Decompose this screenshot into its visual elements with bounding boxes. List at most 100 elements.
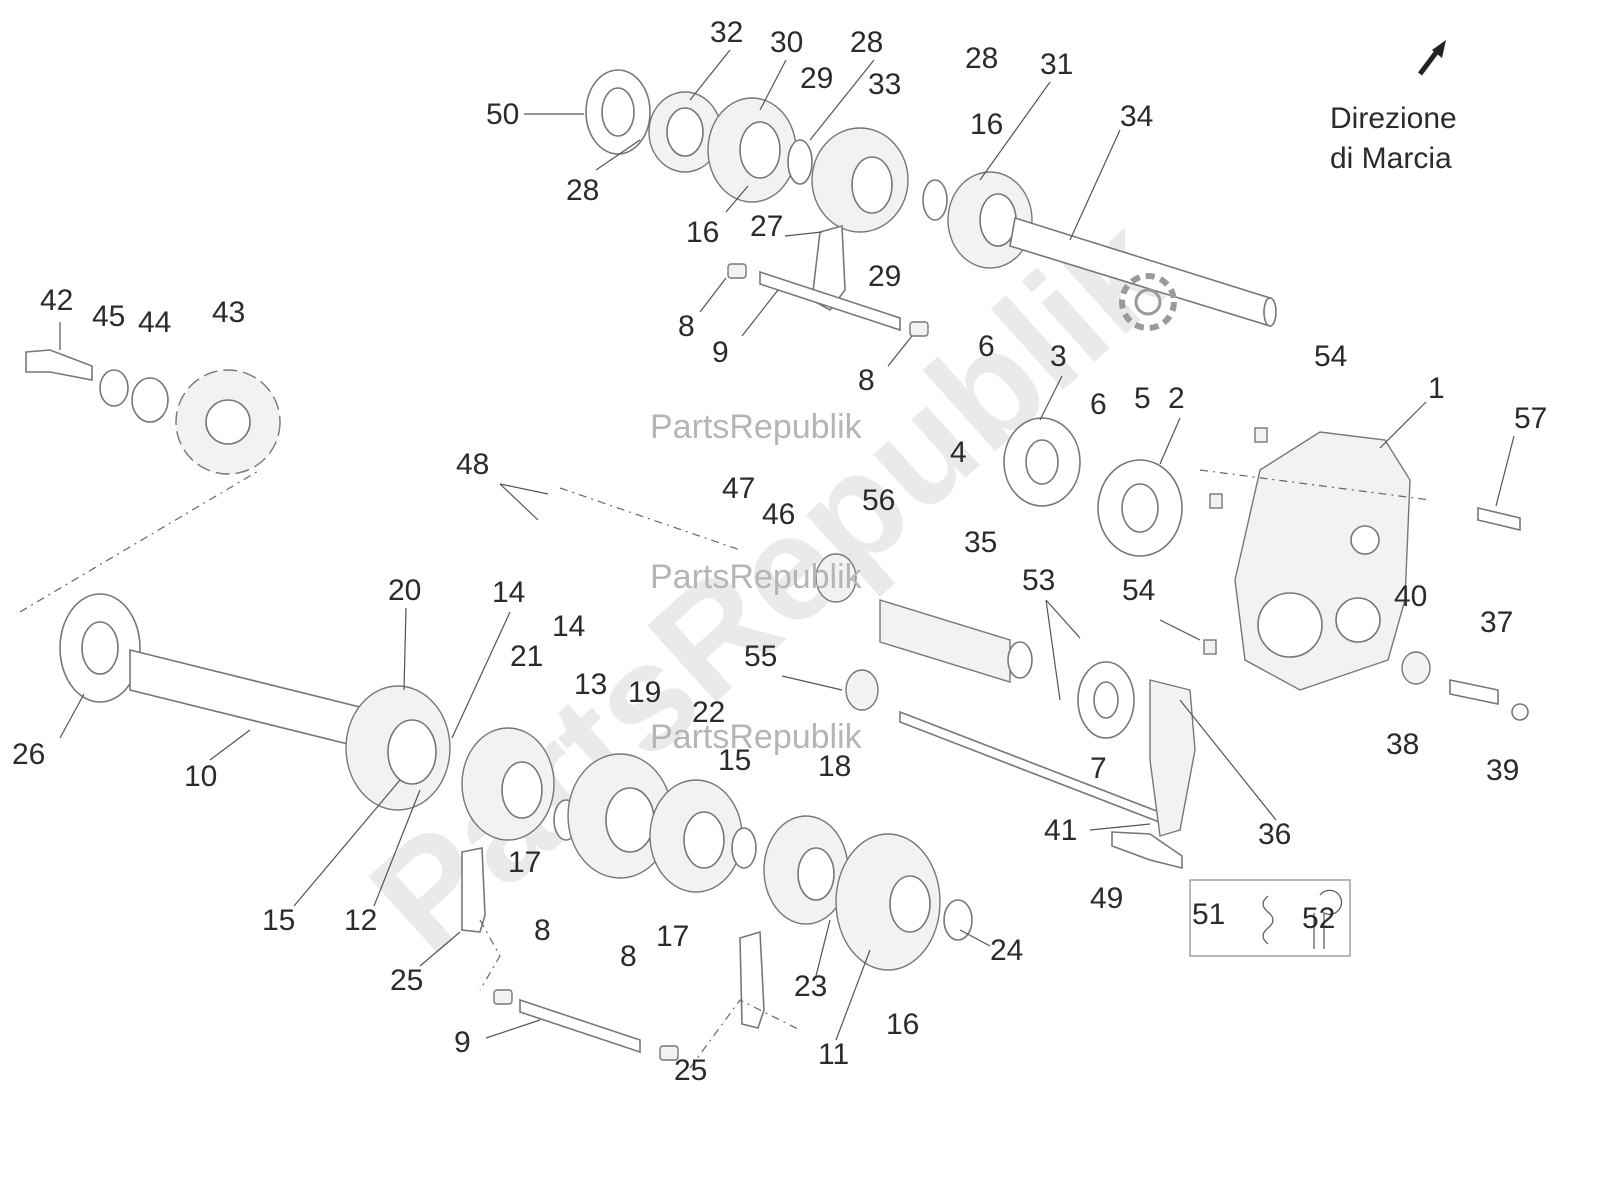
callout-48: 48 xyxy=(456,448,489,481)
callout-43: 43 xyxy=(212,296,245,329)
callout-52: 52 xyxy=(1302,902,1335,935)
callout-9a: 9 xyxy=(712,336,729,369)
callout-28b: 28 xyxy=(965,42,998,75)
callout-46: 46 xyxy=(762,498,795,531)
callout-11: 11 xyxy=(818,1038,849,1071)
callout-17b: 17 xyxy=(656,920,689,953)
callout-28a: 28 xyxy=(850,26,883,59)
callout-29a: 29 xyxy=(800,62,833,95)
callout-47: 47 xyxy=(722,472,755,505)
ring-13 xyxy=(731,827,757,869)
gear-icon xyxy=(1119,273,1177,331)
fork-rod-9-lower xyxy=(519,998,641,1054)
inset-box-51-52 xyxy=(1189,879,1351,957)
callout-45: 45 xyxy=(92,300,125,333)
callout-16b: 16 xyxy=(686,216,719,249)
callout-35: 35 xyxy=(964,526,997,559)
watermark-small-2: PartsRepublik xyxy=(650,558,863,596)
fork-rod-9-upper xyxy=(759,270,901,332)
axis-line-sprocket xyxy=(19,469,261,613)
callout-13b: 15 xyxy=(718,744,751,777)
callout-15: 15 xyxy=(262,904,295,937)
bolt-39 xyxy=(1511,703,1529,721)
callout-23: 23 xyxy=(794,970,827,1003)
shift-lever-36 xyxy=(1149,679,1196,837)
axis-line-lower-fork xyxy=(479,919,801,1069)
lower-shaft-assembly xyxy=(59,593,973,1061)
callout-50: 50 xyxy=(486,98,519,131)
shift-shaft-41 xyxy=(899,710,1181,832)
callout-16a: 16 xyxy=(970,108,1003,141)
callout-38: 38 xyxy=(1386,728,1419,761)
callout-4: 4 xyxy=(950,436,967,469)
shaft-10 xyxy=(129,648,381,754)
watermark-small-3: PartsRepublik xyxy=(650,718,863,756)
callout-8a: 8 xyxy=(678,310,695,343)
callout-42: 42 xyxy=(40,284,73,317)
callout-19: 19 xyxy=(628,676,661,709)
callout-54b: 54 xyxy=(1122,574,1155,607)
callout-8b: 8 xyxy=(858,364,875,397)
dowel-54c xyxy=(1203,639,1217,655)
callout-8d: 8 xyxy=(620,940,637,973)
clip-52 xyxy=(1313,889,1343,949)
callout-7: 7 xyxy=(1090,752,1107,785)
bush-56 xyxy=(815,553,857,603)
callout-6b: 6 xyxy=(1090,388,1107,421)
dowel-54a xyxy=(1254,427,1268,443)
callout-16c: 16 xyxy=(886,1008,919,1041)
pin-49 xyxy=(1111,831,1183,870)
callout-numbers: 32 30 28 50 29 33 28 31 16 34 28 16 27 2… xyxy=(12,16,1547,1087)
callout-57: 57 xyxy=(1514,402,1547,435)
callout-54a: 54 xyxy=(1314,340,1347,373)
callout-5: 5 xyxy=(1134,382,1151,415)
callout-22: 22 xyxy=(692,696,725,729)
callout-44: 44 xyxy=(138,306,171,339)
callout-28c: 28 xyxy=(566,174,599,207)
cover-assembly xyxy=(1003,417,1521,691)
gear-33 xyxy=(811,127,909,233)
ring-28 xyxy=(922,179,948,221)
callout-30: 30 xyxy=(770,26,803,59)
washer-44 xyxy=(131,377,169,423)
bolt-57 xyxy=(1477,506,1521,532)
callout-32: 32 xyxy=(710,16,743,49)
callout-56: 56 xyxy=(862,484,895,517)
gear-21 xyxy=(461,727,555,841)
spring-51 xyxy=(1262,895,1274,945)
drum-35 xyxy=(879,599,1011,683)
spring-8a xyxy=(727,263,747,279)
bolt-42 xyxy=(25,349,93,381)
axis-line-switch xyxy=(559,487,741,551)
callout-37: 37 xyxy=(1480,606,1513,639)
callout-8c: 8 xyxy=(534,914,551,947)
shift-shaft-assembly xyxy=(899,651,1529,957)
spring-40 xyxy=(1401,651,1431,685)
callout-2: 2 xyxy=(1168,382,1185,415)
washer-24 xyxy=(943,899,973,941)
callout-33: 33 xyxy=(868,68,901,101)
callout-14a: 14 xyxy=(492,576,525,609)
dowel-54b xyxy=(1209,493,1223,509)
callout-18: 18 xyxy=(818,750,851,783)
callout-17a: 17 xyxy=(508,846,541,879)
callout-41: 41 xyxy=(1044,814,1077,847)
direction-label-line2: di Marcia xyxy=(1330,142,1452,175)
gear-30 xyxy=(707,97,797,203)
callout-25b: 25 xyxy=(674,1054,707,1087)
callout-53: 53 xyxy=(1022,564,1055,597)
shift-fork-25a xyxy=(461,847,486,933)
shift-fork-25b xyxy=(739,930,765,1029)
arrow-up-right-icon xyxy=(1418,40,1446,76)
upper-shaft-assembly xyxy=(585,69,1277,337)
callout-1: 1 xyxy=(1428,372,1445,405)
callout-36: 36 xyxy=(1258,818,1291,851)
callout-39: 39 xyxy=(1486,754,1519,787)
gear-11 xyxy=(835,833,941,971)
callout-20: 20 xyxy=(388,574,421,607)
gear-22 xyxy=(649,779,743,893)
callout-21: 21 xyxy=(510,640,543,673)
direction-label-line1: Direzione xyxy=(1330,102,1457,135)
selector-drum xyxy=(815,553,1135,739)
callout-13a: 13 xyxy=(574,668,607,701)
